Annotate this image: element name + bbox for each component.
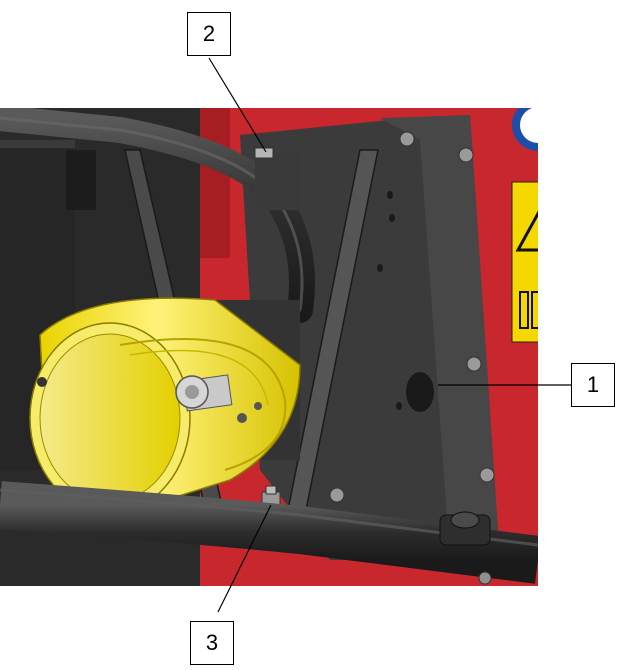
warning-sticker: [511, 181, 538, 343]
callout-2-label: 2: [202, 21, 216, 46]
lower-tube: [0, 481, 538, 584]
pto-shaft: [175, 374, 233, 412]
callout-1-label: 1: [586, 372, 600, 397]
pto-guard: [29, 297, 301, 514]
callout-3: 3: [190, 621, 234, 665]
callout-1: 1: [571, 363, 615, 407]
machine-photo: [0, 108, 538, 586]
callout-3-label: 3: [205, 630, 219, 655]
leader-line-3: [217, 504, 272, 613]
plate-hole: [406, 372, 434, 412]
leader-line-2: [208, 57, 267, 153]
callout-2: 2: [187, 12, 231, 56]
